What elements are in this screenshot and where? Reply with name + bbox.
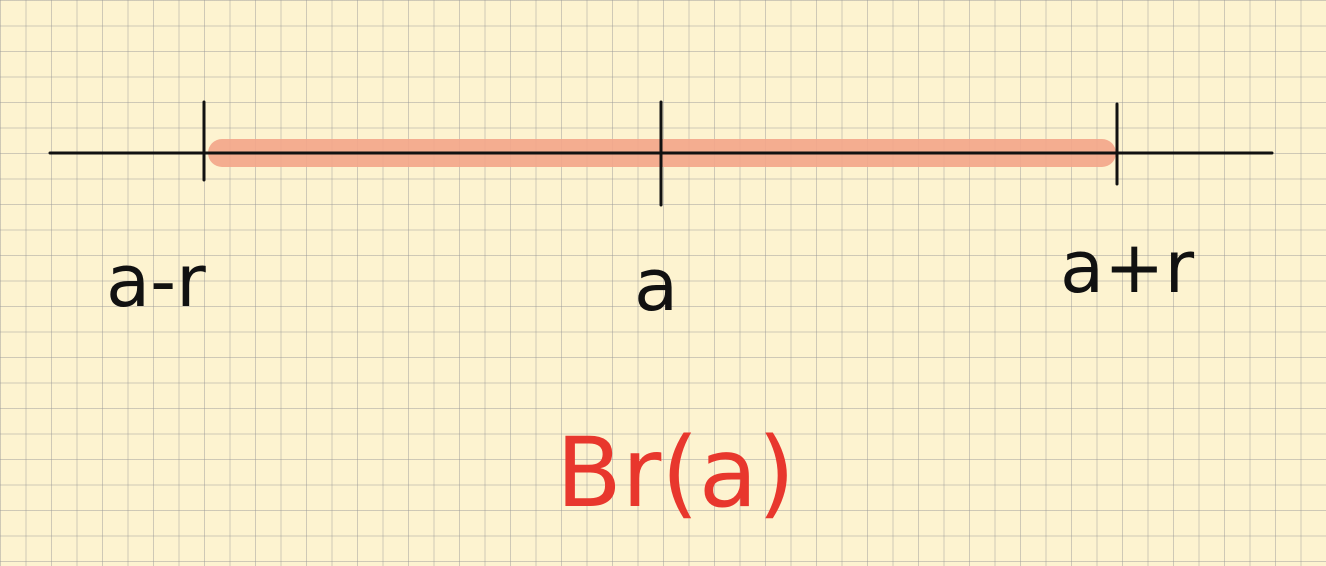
label-a-minus-r: a-r bbox=[106, 239, 206, 323]
ball-caption: Br(a) bbox=[556, 417, 795, 529]
label-a-plus-r: a+r bbox=[1060, 225, 1194, 309]
label-a: a bbox=[634, 243, 678, 327]
